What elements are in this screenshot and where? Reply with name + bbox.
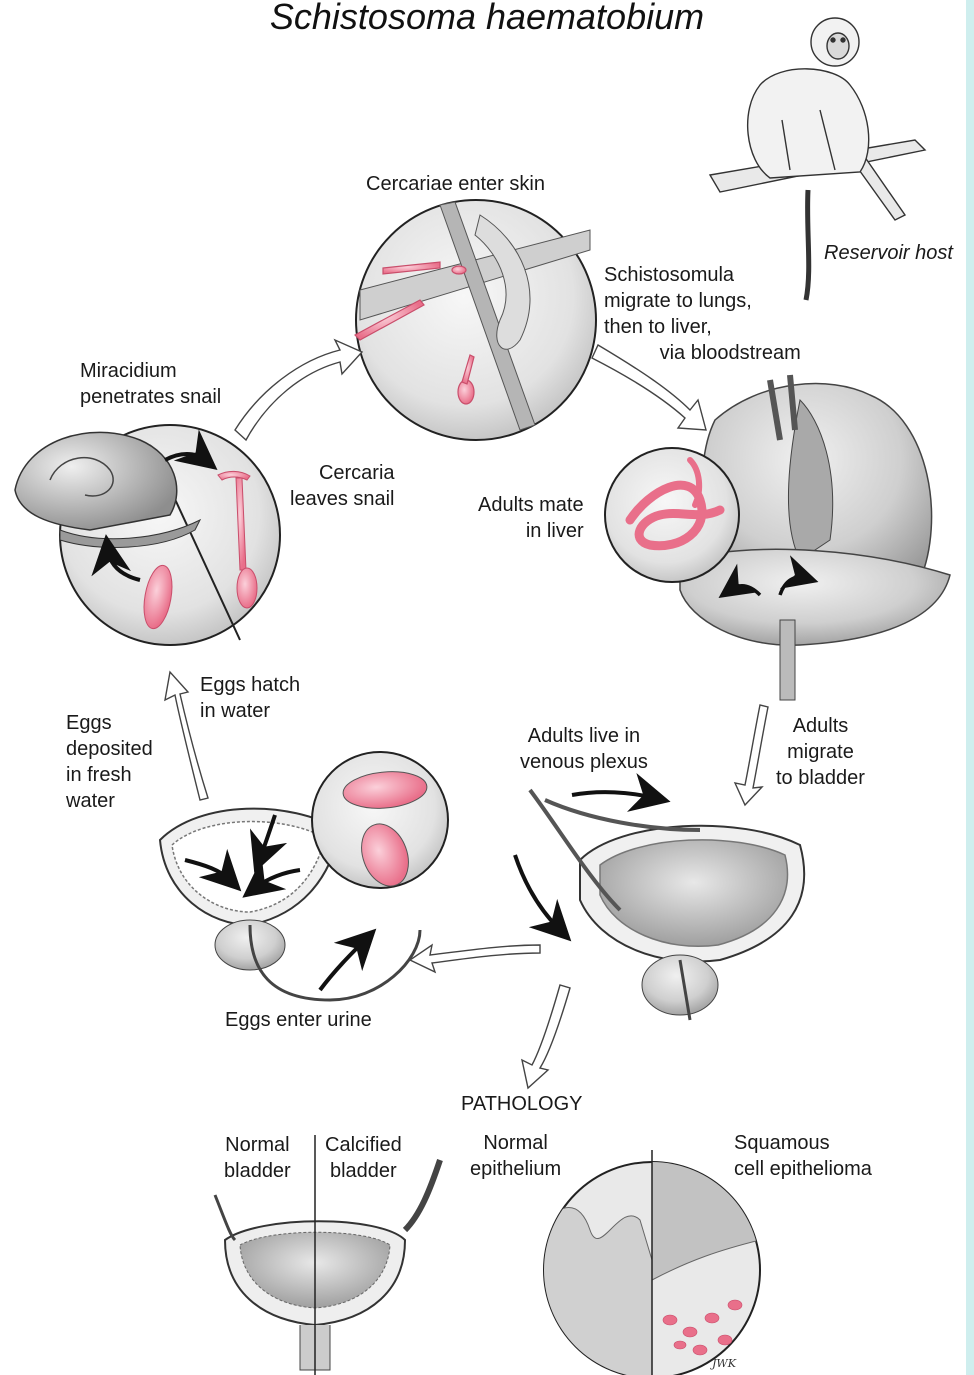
- eggs-hatch-label: Eggs hatch in water: [200, 672, 300, 724]
- pathology-epithelium-circle: [540, 1150, 760, 1375]
- snail-circle: [15, 425, 280, 645]
- adults-mate-circle: [605, 448, 739, 582]
- normal-epithelium-label: Normal epithelium: [470, 1130, 561, 1182]
- miracidium-penetrates-label: Miracidium penetrates snail: [80, 358, 221, 410]
- squamous-cell-label: Squamous cell epithelioma: [734, 1130, 872, 1182]
- page-title: Schistosoma haematobium: [0, 0, 974, 40]
- adults-migrate-label: Adults migrate to bladder: [776, 713, 865, 791]
- skin-penetration-circle: [355, 200, 596, 440]
- eggs-deposited-label: Eggs deposited in fresh water: [66, 710, 153, 814]
- pathology-label: PATHOLOGY: [461, 1091, 583, 1117]
- schistosomula-migrate-label: Schistosomula migrate to lungs, then to …: [604, 262, 801, 366]
- cercaria-leaves-snail-label: Cercaria leaves snail: [290, 460, 395, 512]
- eggs-enter-urine-label: Eggs enter urine: [225, 1007, 372, 1033]
- bladder-venous-plexus: [515, 790, 804, 1020]
- reservoir-host-label: Reservoir host: [824, 240, 953, 266]
- adults-live-label: Adults live in venous plexus: [520, 723, 648, 775]
- adults-mate-label: Adults mate in liver: [478, 492, 584, 544]
- artist-signature: JWK: [712, 1357, 736, 1370]
- eggs-closeup-circle: [312, 752, 448, 893]
- normal-bladder-label: Normal bladder: [224, 1132, 291, 1184]
- calcified-bladder-label: Calcified bladder: [325, 1132, 402, 1184]
- cercariae-enter-skin-label: Cercariae enter skin: [366, 171, 545, 197]
